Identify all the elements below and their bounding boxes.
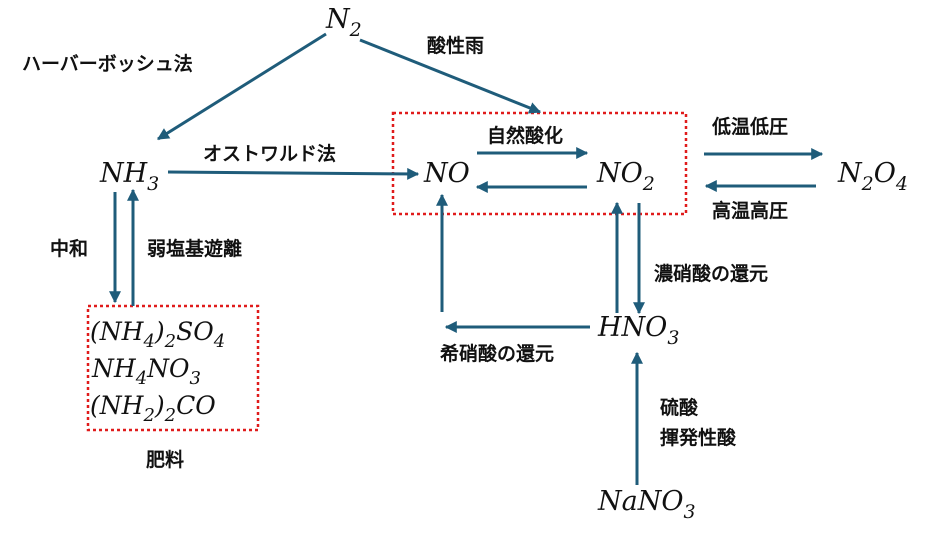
species-no2: NO2 bbox=[596, 158, 655, 195]
label-conc-nitric-reduction: 濃硝酸の還元 bbox=[654, 262, 768, 285]
fertilizer-caption: 肥料 bbox=[146, 448, 184, 471]
fertilizer-urea: (NH2)2CO bbox=[90, 391, 216, 426]
label-natural-oxidation: 自然酸化 bbox=[487, 124, 563, 147]
species-nh3: NH3 bbox=[99, 158, 159, 195]
label-low-temp-low-pressure: 低温低圧 bbox=[711, 115, 788, 138]
label-weak-base-liberation: 弱塩基遊離 bbox=[147, 237, 242, 260]
species-n2o4: N2O4 bbox=[837, 158, 908, 195]
label-high-temp-high-pressure: 高温高圧 bbox=[712, 199, 788, 222]
label-haber-bosch: ハーバーボッシュ法 bbox=[22, 52, 193, 75]
fertilizer-ammonium-nitrate: NH4NO3 bbox=[91, 354, 201, 389]
arrow-nh3-to-no bbox=[167, 167, 420, 180]
species-no: NO bbox=[423, 158, 470, 189]
label-dilute-nitric-reduction: 希硝酸の還元 bbox=[440, 342, 554, 365]
label-ostwald: オストワルド法 bbox=[203, 142, 336, 165]
label-acid-rain: 酸性雨 bbox=[427, 34, 484, 57]
label-sulfuric-acid: 硫酸 bbox=[660, 396, 699, 419]
species-hno3: HNO3 bbox=[597, 312, 679, 349]
fertilizer-ammonium-sulfate: (NH4)2SO4 bbox=[90, 317, 225, 352]
label-volatile-acid-liberation: 揮発性酸 bbox=[660, 426, 737, 449]
species-n2: N2 bbox=[325, 4, 362, 41]
arrow-n2-to-no bbox=[359, 38, 542, 114]
fertilizer-box bbox=[86, 304, 260, 432]
arrow-n2-to-nh3 bbox=[156, 32, 327, 141]
species-nano3: NaNO3 bbox=[597, 486, 696, 523]
label-neutralization: 中和 bbox=[50, 237, 88, 260]
